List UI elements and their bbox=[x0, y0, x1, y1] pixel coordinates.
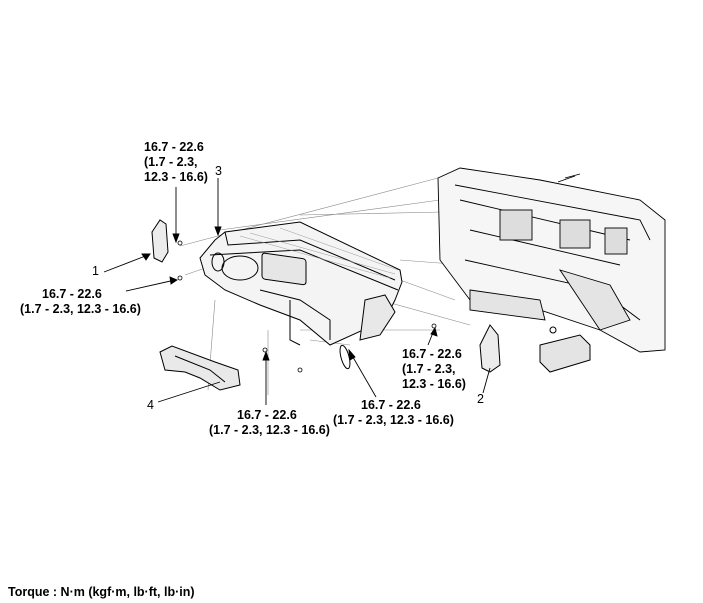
torque-spec-right: 16.7 - 22.6 (1.7 - 2.3, 12.3 - 16.6) bbox=[402, 347, 466, 392]
torque-conversions: (1.7 - 2.3, 12.3 - 16.6) bbox=[209, 423, 330, 437]
side-cover-left bbox=[151, 219, 169, 263]
wiring-connector-module bbox=[539, 326, 591, 373]
torque-spec-top: 16.7 - 22.6 (1.7 - 2.3, 12.3 - 16.6) bbox=[144, 140, 208, 185]
torque-value: 16.7 - 22.6 bbox=[237, 408, 297, 422]
torque-conversions: (1.7 - 2.3, 12.3 - 16.6) bbox=[20, 302, 141, 316]
leader-lines bbox=[103, 178, 491, 405]
mounting-bolts bbox=[177, 240, 437, 373]
callout-2: 2 bbox=[477, 392, 484, 406]
crash-pad-main-body bbox=[199, 221, 403, 370]
callout-1: 1 bbox=[92, 264, 99, 278]
torque-value: 16.7 - 22.6 bbox=[42, 287, 102, 301]
dash-panel-body-structure bbox=[437, 167, 666, 353]
torque-value: 16.7 - 22.6 bbox=[361, 398, 421, 412]
torque-conversions: (1.7 - 2.3, 12.3 - 16.6) bbox=[333, 413, 454, 427]
torque-value: 16.7 - 22.6 bbox=[402, 347, 462, 361]
torque-spec-left: 16.7 - 22.6 (1.7 - 2.3, 12.3 - 16.6) bbox=[20, 287, 141, 317]
torque-kgfm-lbft: (1.7 - 2.3, bbox=[402, 362, 456, 376]
callout-4: 4 bbox=[147, 398, 154, 412]
torque-spec-bottom-center: 16.7 - 22.6 (1.7 - 2.3, 12.3 - 16.6) bbox=[333, 398, 454, 428]
callout-3: 3 bbox=[215, 164, 222, 178]
torque-units-caption: Torque : N·m (kgf·m, lb·ft, lb·in) bbox=[8, 585, 195, 599]
side-cover-right bbox=[479, 324, 501, 373]
torque-lbft-cont: 12.3 - 16.6) bbox=[402, 377, 466, 391]
lower-crash-pad-panel bbox=[159, 345, 241, 391]
torque-lbft-cont: 12.3 - 16.6) bbox=[144, 170, 208, 184]
torque-kgfm-lbft: (1.7 - 2.3, bbox=[144, 155, 198, 169]
torque-value: 16.7 - 22.6 bbox=[144, 140, 204, 154]
torque-spec-bottom-left: 16.7 - 22.6 (1.7 - 2.3, 12.3 - 16.6) bbox=[209, 408, 330, 438]
